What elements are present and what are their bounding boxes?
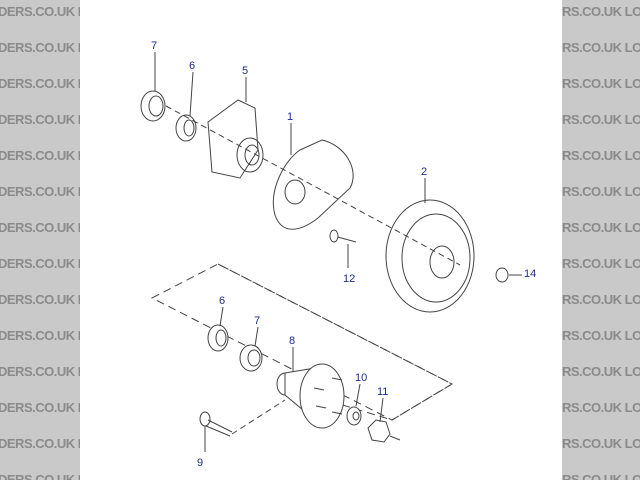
watermark-text: DERS.CO.UK LOCO <box>0 292 80 307</box>
watermark-text: RS.CO.UK LOCOST <box>562 436 640 451</box>
part-brake-disc-2 <box>385 199 475 313</box>
watermark-text: DERS.CO.UK LOCO <box>0 40 80 55</box>
callout-6: 6 <box>189 60 195 72</box>
watermark-text: RS.CO.UK LOCOST <box>562 400 640 415</box>
watermark-text: DERS.CO.UK LOCO <box>0 436 80 451</box>
watermark-right: RS.CO.UK LOCOST RS.CO.UK LOCOST RS.CO.UK L… <box>562 0 640 480</box>
watermark-text: RS.CO.UK LOCOST <box>562 76 640 91</box>
part-seal-7-upper <box>140 90 166 122</box>
callout-11: 11 <box>377 386 388 398</box>
callout-14: 14 <box>524 268 536 280</box>
watermark-text: RS.CO.UK LOCOST <box>562 148 640 163</box>
watermark-left: DERS.CO.UK LOCO DERS.CO.UK LOCO DERS.CO.UK… <box>0 0 80 480</box>
watermark-text: RS.CO.UK LOCOST <box>562 328 640 343</box>
watermark-text: DERS.CO.UK LOCO <box>0 400 80 415</box>
part-bolt-12 <box>329 229 357 243</box>
watermark-text: DERS.CO.UK LOCO <box>0 112 80 127</box>
callout-1: 1 <box>287 111 293 123</box>
watermark-text: RS.CO.UK LOCOST <box>562 364 640 379</box>
watermark-text: DERS.CO.UK LOCO <box>0 4 80 19</box>
watermark-text: DERS.CO.UK LOCO <box>0 472 80 480</box>
watermark-text: DERS.CO.UK LOCO <box>0 328 80 343</box>
part-nut-11 <box>367 419 401 443</box>
part-bearing-6-lower <box>207 324 229 352</box>
part-hub-8 <box>276 363 345 429</box>
part-bearing-6-upper <box>175 114 197 142</box>
watermark-text: DERS.CO.UK LOCO <box>0 364 80 379</box>
part-hub-carrier-5 <box>207 99 264 179</box>
watermark-text: RS.CO.UK LOCOST <box>562 184 640 199</box>
part-backplate-1 <box>273 139 354 230</box>
watermark-text: DERS.CO.UK LOCO <box>0 184 80 199</box>
callout-7: 7 <box>151 40 157 52</box>
callout-8: 8 <box>289 335 295 347</box>
part-stud-9 <box>199 399 286 437</box>
part-fastener-14 <box>495 267 509 283</box>
watermark-text: DERS.CO.UK LOCO <box>0 148 80 163</box>
callout-9: 9 <box>197 457 203 469</box>
callout-10: 10 <box>355 372 367 384</box>
watermark-text: RS.CO.UK LOCOST <box>562 472 640 480</box>
watermark-text: RS.CO.UK LOCOST <box>562 112 640 127</box>
watermark-text: DERS.CO.UK LOCO <box>0 220 80 235</box>
callout-2: 2 <box>421 166 427 178</box>
callout-12: 12 <box>343 273 355 285</box>
watermark-text: RS.CO.UK LOCOST <box>562 4 640 19</box>
part-washer-10 <box>346 406 362 426</box>
callout-5: 5 <box>242 65 248 77</box>
watermark-text: RS.CO.UK LOCOST <box>562 40 640 55</box>
watermark-text: RS.CO.UK LOCOST <box>562 256 640 271</box>
part-seal-7-lower <box>239 344 263 372</box>
watermark-text: RS.CO.UK LOCOST <box>562 292 640 307</box>
callout-7-lower: 7 <box>254 315 260 327</box>
watermark-text: RS.CO.UK LOCOST <box>562 220 640 235</box>
watermark-text: DERS.CO.UK LOCO <box>0 76 80 91</box>
watermark-text: DERS.CO.UK LOCO <box>0 256 80 271</box>
callout-6-lower: 6 <box>219 295 225 307</box>
